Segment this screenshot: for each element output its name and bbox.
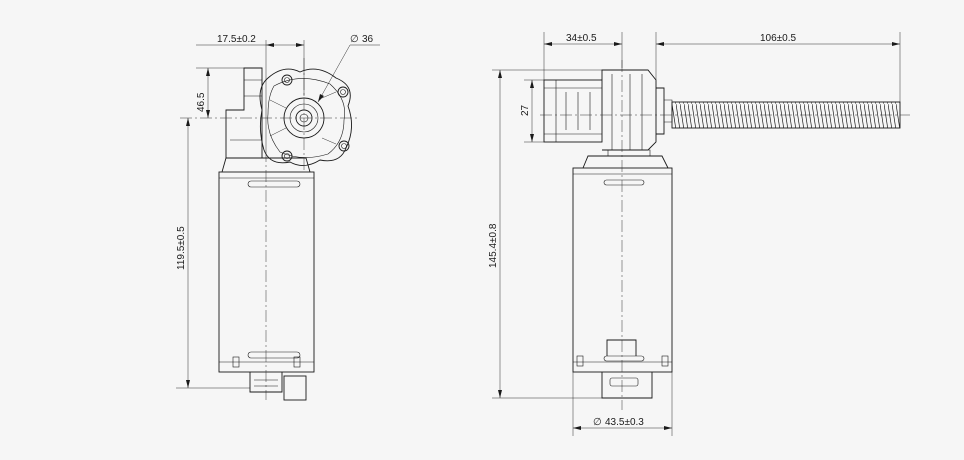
side-dim-shaft-length: 106±0.5 bbox=[655, 32, 901, 102]
front-dim-offset-label: 17.5±0.2 bbox=[217, 34, 256, 45]
side-dim-shaft-length-label: 106±0.5 bbox=[760, 33, 797, 44]
side-dim-motor-diameter: ∅ 43.5±0.3 bbox=[572, 372, 673, 436]
side-dim-motor-diameter-label: 43.5±0.3 bbox=[605, 417, 644, 428]
front-dim-length: 119.5±0.5 bbox=[176, 118, 250, 389]
side-threaded-shaft bbox=[540, 101, 910, 129]
front-motor-body bbox=[218, 150, 315, 401]
front-dim-diameter-label: 36 bbox=[362, 34, 374, 45]
side-view: 34±0.5 106±0.5 27 145.4±0.8 bbox=[488, 32, 910, 436]
diameter-symbol: ∅ bbox=[350, 34, 359, 45]
front-gearbox bbox=[180, 58, 360, 173]
side-dim-gearbox-height-label: 27 bbox=[520, 104, 531, 116]
side-dim-gearbox-height: 27 bbox=[520, 79, 544, 143]
front-dim-length-label: 119.5±0.5 bbox=[176, 226, 187, 270]
side-dim-total-length-label: 145.4±0.8 bbox=[488, 223, 499, 268]
front-dim-gearbox-height-label: 46.5 bbox=[196, 92, 207, 112]
front-dim-offset: 17.5±0.2 bbox=[196, 34, 305, 150]
side-dim-total-length: 145.4±0.8 bbox=[488, 69, 602, 399]
front-dim-gearbox-height: 46.5 bbox=[196, 67, 244, 118]
side-dim-gearbox-width-label: 34±0.5 bbox=[566, 33, 597, 44]
diameter-symbol: ∅ bbox=[593, 417, 602, 428]
side-dim-gearbox-width: 34±0.5 bbox=[543, 32, 623, 80]
front-view: 17.5±0.2 ∅ 36 46.5 119.5±0.5 bbox=[176, 34, 380, 401]
side-motor-body bbox=[572, 60, 673, 410]
front-dim-diameter: ∅ 36 bbox=[317, 34, 380, 103]
side-gearbox bbox=[543, 69, 673, 169]
